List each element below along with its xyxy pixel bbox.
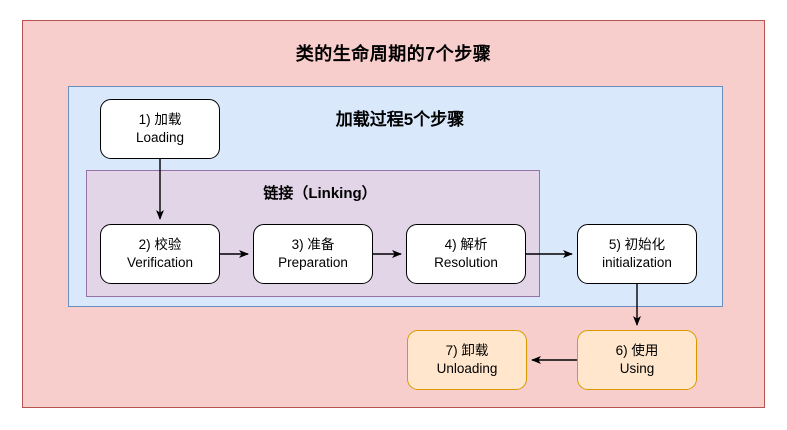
step-node-using-en: Using [619,361,655,376]
step-node-verification-en: Verification [126,255,194,270]
step-node-resolution-en: Resolution [434,255,498,270]
container-loading-process-label: 加载过程5个步骤 [335,110,465,129]
step-node-unloading-en: Unloading [436,361,498,376]
step-node-resolution[interactable]: 4) 解析 Resolution [406,224,526,284]
diagram-title: 类的生命周期的7个步骤 [295,44,492,64]
step-node-loading-en: Loading [135,130,185,145]
step-node-preparation-en: Preparation [278,255,348,270]
step-node-using-cn: 6) 使用 [615,343,659,359]
step-node-loading[interactable]: 1) 加载 Loading [100,99,220,159]
step-node-unloading[interactable]: 7) 卸载 Unloading [407,330,527,390]
step-node-preparation[interactable]: 3) 准备 Preparation [253,224,373,284]
step-node-verification[interactable]: 2) 校验 Verification [100,224,220,284]
step-node-verification-cn: 2) 校验 [138,237,182,253]
step-node-initialization-cn: 5) 初始化 [608,237,666,253]
step-node-unloading-cn: 7) 卸载 [445,343,489,359]
step-node-preparation-cn: 3) 准备 [291,237,335,253]
step-node-using[interactable]: 6) 使用 Using [577,330,697,390]
step-node-initialization[interactable]: 5) 初始化 initialization [577,224,697,284]
container-linking-label: 链接（Linking） [263,185,377,202]
step-node-loading-cn: 1) 加载 [138,112,182,128]
step-node-initialization-en: initialization [602,255,672,270]
step-node-resolution-cn: 4) 解析 [444,237,488,253]
